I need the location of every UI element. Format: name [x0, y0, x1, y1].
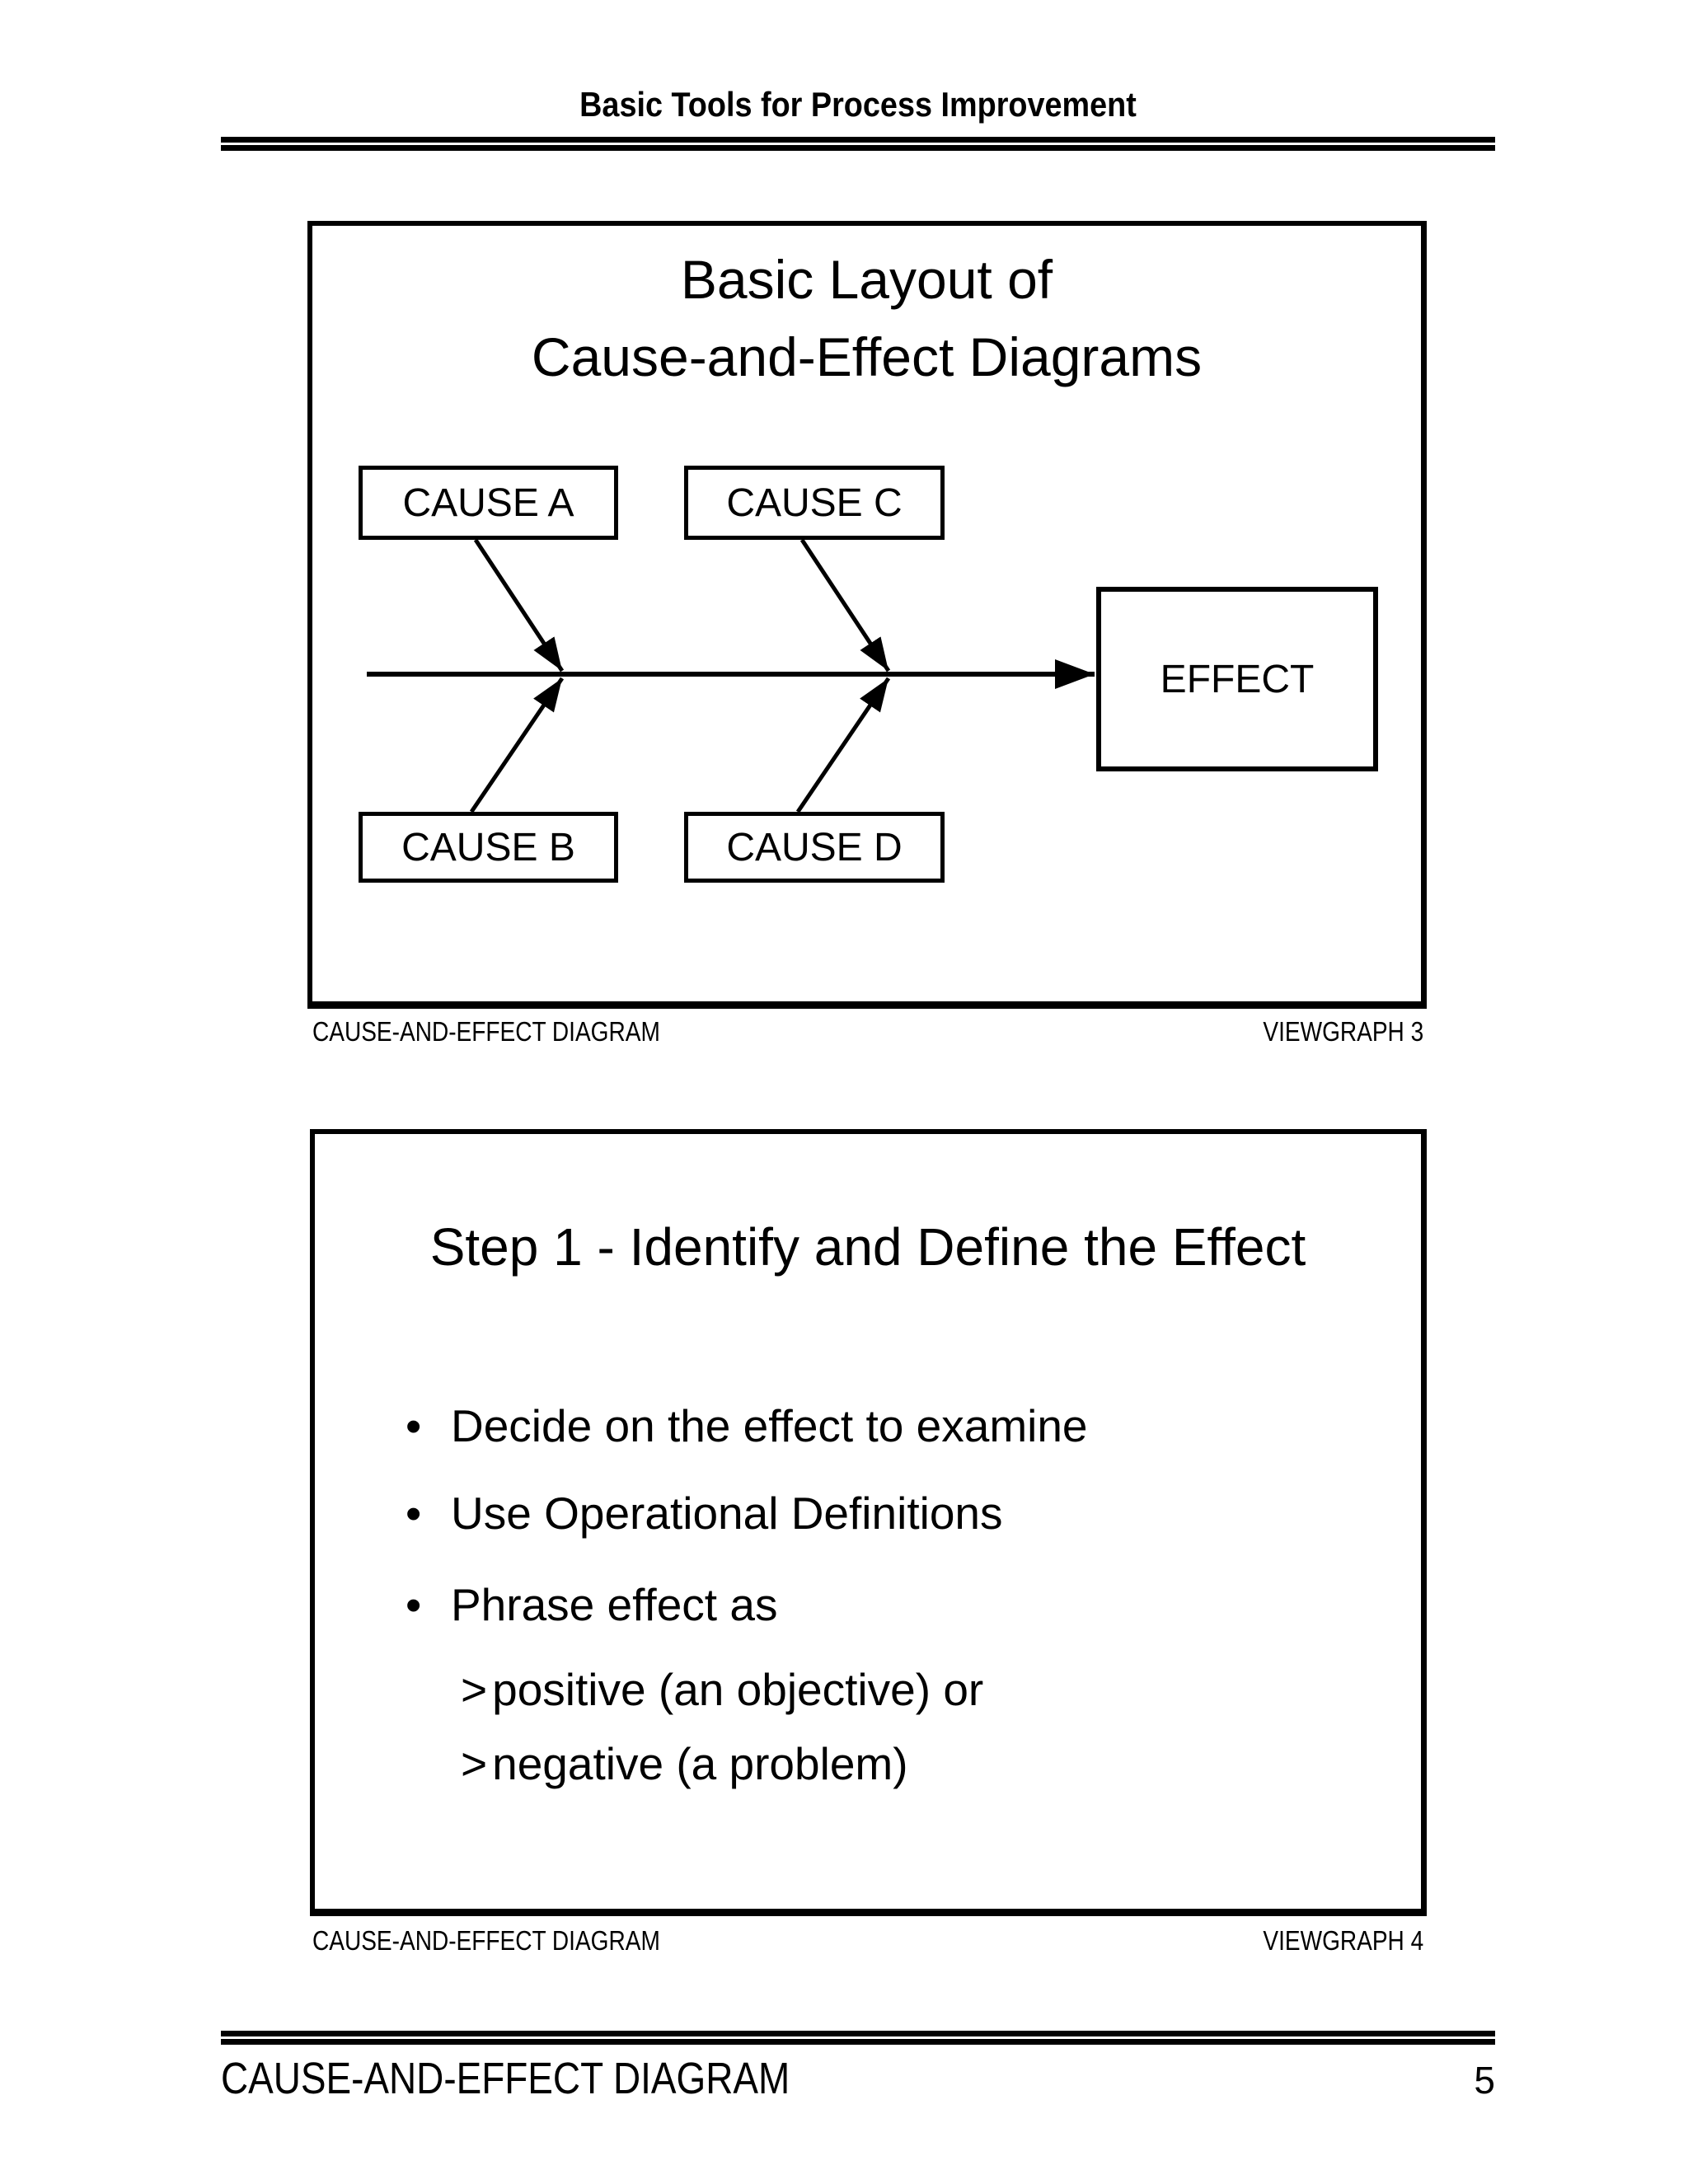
- cause-c-box: CAUSE C: [684, 466, 945, 540]
- header-divider: [221, 137, 1495, 151]
- page-header-title: Basic Tools for Process Improvement: [579, 85, 1137, 124]
- viewgraph-3-title-line1: Basic Layout of: [680, 249, 1053, 310]
- viewgraph-3-slide: Basic Layout of Cause-and-Effect Diagram…: [307, 221, 1427, 1009]
- sub-bullet-text: positive (an objective) or: [492, 1664, 984, 1715]
- sub-bullet-marker: >: [461, 1664, 488, 1715]
- cause-c-label: CAUSE C: [726, 480, 903, 525]
- bullet-marker: •: [406, 1579, 422, 1630]
- bullet-item: • Phrase effect as: [406, 1578, 777, 1631]
- viewgraph-4-caption-left: CAUSE-AND-EFFECT DIAGRAM: [312, 1925, 660, 1956]
- sub-bullet-item: >negative (a problem): [461, 1737, 908, 1790]
- viewgraph-3-caption-right: VIEWGRAPH 3: [1263, 1016, 1423, 1047]
- effect-box: EFFECT: [1096, 587, 1378, 771]
- viewgraph-4-slide: Step 1 - Identify and Define the Effect …: [310, 1129, 1427, 1916]
- branch-cause-d-line: [795, 677, 891, 813]
- bullet-marker: •: [406, 1488, 422, 1539]
- footer-title: CAUSE-AND-EFFECT DIAGRAM: [221, 2054, 790, 2103]
- fishbone-lines: [367, 538, 1095, 813]
- viewgraph-3-caption-left: CAUSE-AND-EFFECT DIAGRAM: [312, 1016, 660, 1047]
- cause-b-label: CAUSE B: [401, 825, 575, 869]
- bullet-marker: •: [406, 1400, 422, 1451]
- bullet-item: • Decide on the effect to examine: [406, 1399, 1088, 1452]
- bullet-item: • Use Operational Definitions: [406, 1487, 1003, 1540]
- effect-label: EFFECT: [1160, 657, 1315, 701]
- fishbone-diagram: CAUSE A CAUSE B CAUSE C CAUSE D EFFECT: [312, 226, 1421, 1001]
- bullet-text: Decide on the effect to examine: [451, 1400, 1088, 1451]
- sub-bullet-marker: >: [461, 1738, 488, 1789]
- sub-bullet-item: >positive (an objective) or: [461, 1663, 983, 1716]
- page-footer: CAUSE-AND-EFFECT DIAGRAM 5: [221, 2054, 1495, 2105]
- cause-a-label: CAUSE A: [402, 480, 574, 525]
- viewgraph-4-caption-right: VIEWGRAPH 4: [1263, 1925, 1423, 1956]
- cause-b-box: CAUSE B: [359, 812, 618, 883]
- page-number: 5: [1474, 2059, 1495, 2102]
- viewgraph-3-title: Basic Layout of Cause-and-Effect Diagram…: [312, 241, 1421, 396]
- cause-a-box: CAUSE A: [359, 466, 618, 540]
- cause-d-box: CAUSE D: [684, 812, 945, 883]
- branch-cause-a-line: [473, 538, 565, 673]
- bullet-text: Use Operational Definitions: [451, 1488, 1003, 1539]
- viewgraph-4-caption: CAUSE-AND-EFFECT DIAGRAM VIEWGRAPH 4: [312, 1925, 1423, 1957]
- sub-bullet-text: negative (a problem): [492, 1738, 908, 1789]
- cause-d-label: CAUSE D: [726, 825, 903, 869]
- bullet-text: Phrase effect as: [451, 1579, 778, 1630]
- viewgraph-4-title: Step 1 - Identify and Define the Effect: [429, 1217, 1306, 1277]
- viewgraph-3-title-line2: Cause-and-Effect Diagrams: [531, 326, 1203, 387]
- footer-divider: [221, 2031, 1495, 2045]
- branch-cause-b-line: [469, 677, 565, 813]
- branch-cause-c-line: [799, 538, 891, 673]
- viewgraph-3-caption: CAUSE-AND-EFFECT DIAGRAM VIEWGRAPH 3: [312, 1016, 1423, 1047]
